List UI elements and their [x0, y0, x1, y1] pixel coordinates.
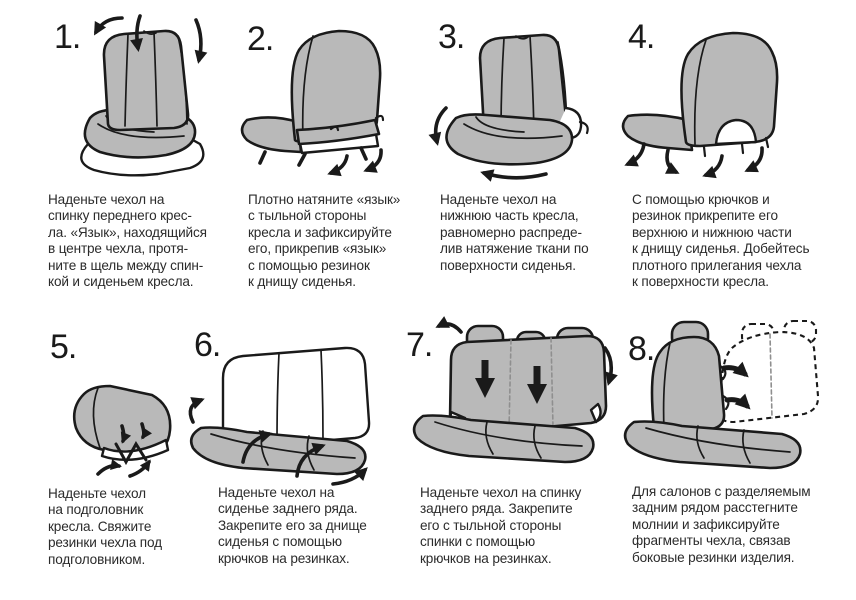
curve-arrow-icon — [96, 459, 122, 476]
curve-arrow-icon — [363, 148, 383, 173]
curve-arrow-icon — [428, 106, 448, 146]
step-number: 7. — [406, 326, 433, 364]
curve-arrow-icon — [665, 148, 680, 174]
step-instruction: Наденьте чехол на спинку заднего ряда. З… — [420, 485, 582, 566]
curve-arrow-icon — [603, 346, 618, 386]
front-seat-rear-hooks-illustration — [621, 31, 779, 179]
step-instruction: С помощью крючков и резинок прикрепите е… — [632, 192, 810, 290]
curve-arrow-icon — [702, 154, 724, 179]
step-number: 1. — [54, 18, 81, 56]
step-7: 7. — [403, 316, 625, 592]
seat-leg — [258, 150, 267, 165]
curve-arrow-icon — [128, 459, 151, 478]
seat-leg — [297, 152, 307, 167]
curve-arrow-icon — [327, 154, 349, 177]
curve-arrow-icon — [624, 142, 646, 167]
curve-arrow-icon — [744, 146, 764, 173]
rear-bench-backrest-illustration — [412, 316, 618, 464]
step-instruction: Наденьте чехол на нижнюю часть кресла, р… — [440, 192, 589, 273]
front-seat-cover-top-illustration — [80, 14, 208, 177]
step-4: 4. С помощью крючков и резинок прикрепит… — [615, 12, 845, 300]
headrest-cover-illustration — [72, 384, 172, 478]
curve-arrow-icon — [94, 16, 124, 36]
step-number: 2. — [247, 20, 274, 58]
step-instruction: Плотно натяните «язык» с тыльной стороны… — [248, 192, 401, 290]
curve-arrow-icon — [295, 442, 326, 478]
step-number: 5. — [50, 328, 77, 366]
curve-arrow-icon — [188, 397, 205, 424]
curve-arrow-icon — [194, 18, 208, 64]
down-arrow-icon — [130, 14, 143, 52]
step-3: 3. Наденьте чехол на нижнюю часть кресла… — [415, 12, 620, 300]
step-number: 8. — [628, 330, 655, 368]
rear-bench-cushion-illustration — [188, 346, 371, 486]
down-arrow-icon — [140, 422, 153, 440]
step-number: 3. — [438, 18, 465, 56]
step-2: 2. Плотно натяните «язык» с тыльной стор… — [230, 12, 415, 300]
curve-arrow-icon — [435, 316, 463, 334]
step-instruction: Для салонов с разделяемым задним рядом р… — [632, 484, 811, 565]
front-seat-cushion-illustration — [428, 33, 589, 182]
split-rear-bench-illustration — [623, 319, 820, 470]
down-arrow-icon — [120, 424, 132, 444]
elastic-ties — [114, 441, 148, 466]
step-8: 8. Для салонов с разделяемым — [615, 314, 845, 592]
step-instruction: Наденьте чехол на подголовник кресла. Св… — [48, 486, 162, 567]
curve-arrow-icon — [331, 467, 368, 486]
curve-arrow-icon — [480, 169, 548, 182]
step-5: 5. Наденьте чехол на подголовник кресла.… — [40, 322, 215, 592]
seat-leg — [359, 146, 368, 161]
step-instruction: Наденьте чехол на спинку переднего крес-… — [48, 192, 207, 290]
step-instruction: Наденьте чехол на сиденье заднего ряда. … — [218, 485, 367, 566]
step-1: 1. Наденьте чехол на спинку переднего кр… — [38, 12, 220, 300]
step-6: 6. Наденьте чехол на сиденье заднего ряд… — [185, 322, 405, 592]
front-seat-rear-tongue-illustration — [240, 29, 385, 177]
right-arrow-icon — [721, 361, 749, 378]
right-arrow-icon — [724, 393, 751, 410]
step-number: 4. — [628, 18, 655, 56]
step-number: 6. — [194, 326, 221, 364]
curve-arrow-icon — [241, 430, 273, 464]
